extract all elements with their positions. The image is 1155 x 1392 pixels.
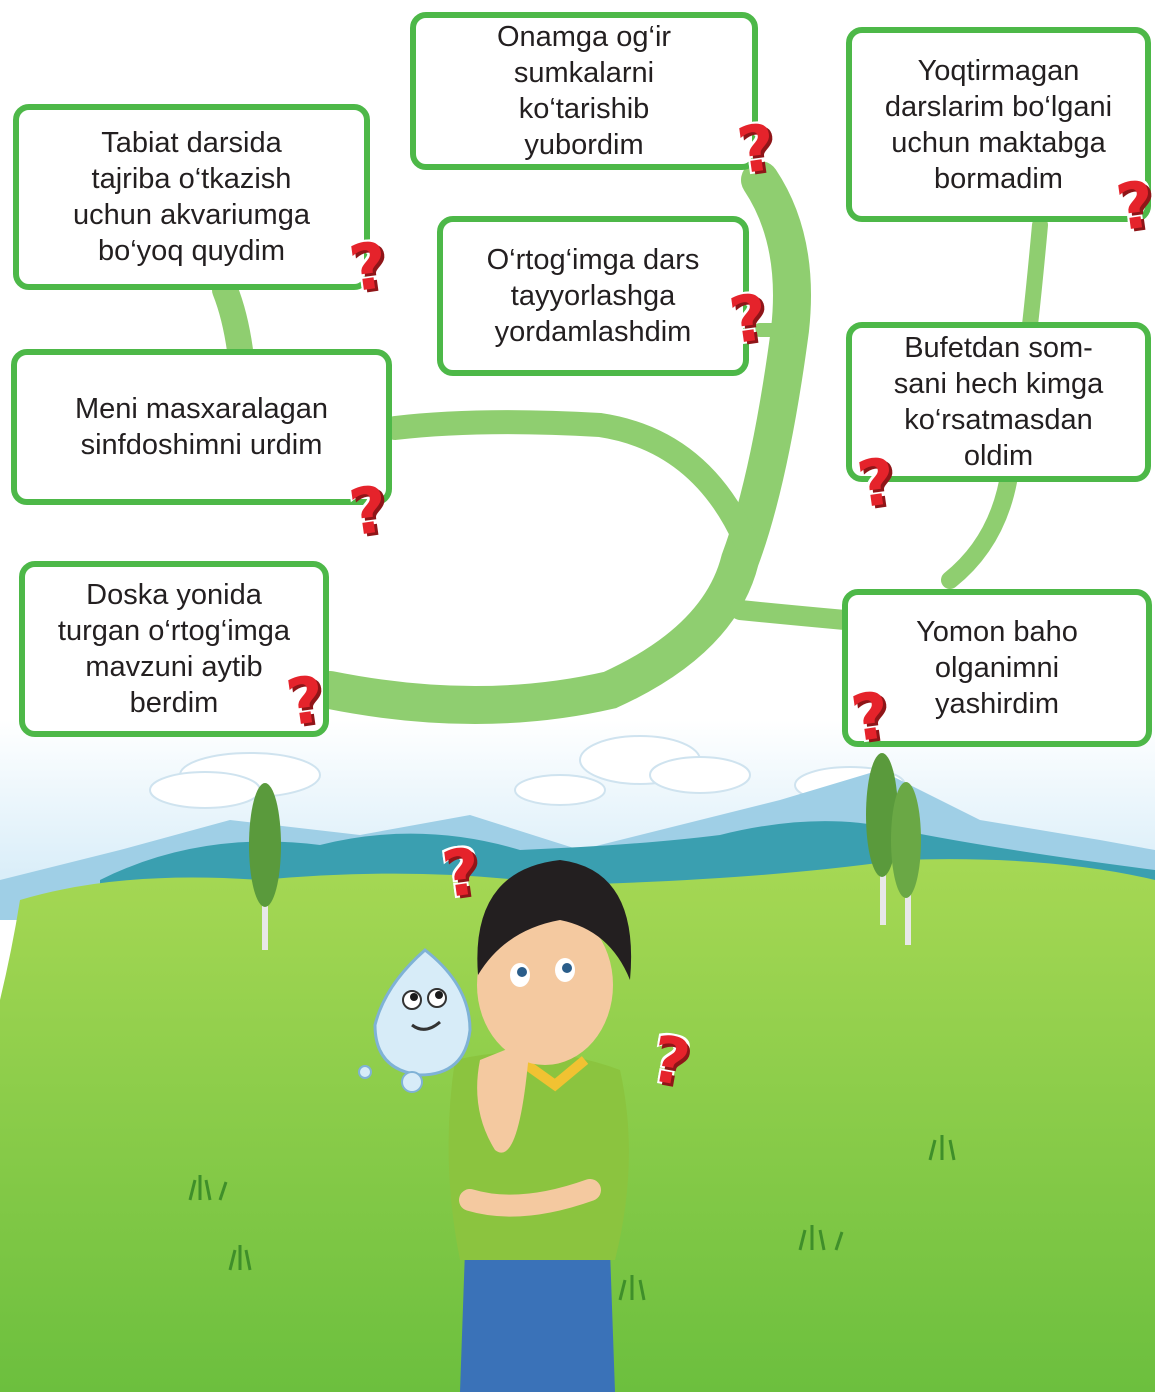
card-text: Yoqtirmagan darslarim bo‘lgani uchun mak… xyxy=(884,54,1113,195)
card-doska: Doska yonida turgan o‘rtog‘imga mavzuni … xyxy=(19,561,329,737)
card-text: O‘rtog‘imga dars tayyorlashga yordamlash… xyxy=(486,244,700,348)
card-yomon: Yomon baho olganimni yashirdim xyxy=(842,589,1152,747)
card-bufetdan: Bufetdan som- sani hech kimga ko‘rsatmas… xyxy=(846,322,1151,482)
card-yoqtirmagan: Yoqtirmagan darslarim bo‘lgani uchun mak… xyxy=(846,27,1151,222)
card-ortogimga: O‘rtog‘imga dars tayyorlashga yordamlash… xyxy=(437,216,749,376)
card-text: Meni masxaralagan sinfdoshimni urdim xyxy=(74,393,329,461)
card-text: Bufetdan som- sani hech kimga ko‘rsatmas… xyxy=(893,332,1104,472)
card-text: Doska yonida turgan o‘rtog‘imga mavzuni … xyxy=(57,579,291,719)
card-text: Onamga og‘ir sumkalarni ko‘tarishib yubo… xyxy=(496,21,672,161)
water-drop-character xyxy=(358,948,472,1093)
trees xyxy=(249,753,921,950)
card-onamga: Onamga og‘ir sumkalarni ko‘tarishib yubo… xyxy=(410,12,758,170)
diagram-branches xyxy=(212,161,1048,724)
card-text: Tabiat darsida tajriba o‘tkazish uchun a… xyxy=(73,127,310,267)
boy-illustration xyxy=(448,860,632,1392)
card-tabiat: Tabiat darsida tajriba o‘tkazish uchun a… xyxy=(13,104,370,290)
card-text: Yomon baho olganimni yashirdim xyxy=(916,616,1078,720)
grass-tufts xyxy=(188,1135,956,1301)
card-meni: Meni masxaralagan sinfdoshimni urdim xyxy=(11,349,392,505)
